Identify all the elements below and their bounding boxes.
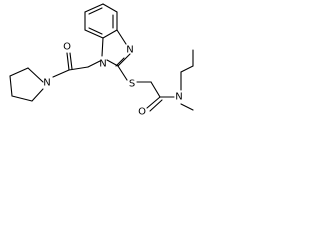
atom-label-s-thioether: S [129, 79, 135, 90]
atom-label-o-left: O [63, 42, 71, 53]
benzene-ring [84, 3, 118, 39]
atom-label-o-right: O [138, 107, 146, 118]
left-chain [52, 52, 101, 78]
piperidine-ring [180, 49, 194, 111]
imidazole-ring [101, 29, 131, 67]
atom-label-n-imidazole-bottom: N [99, 59, 106, 70]
right-chain [117, 65, 175, 112]
atom-label-n-imidazole-top: N [126, 45, 133, 56]
atom-label-n-piperidine: N [175, 92, 182, 103]
atom-label-n-pyrrolidine: N [43, 78, 50, 89]
molecule-diagram: N N O N S O N [9, 3, 194, 118]
pyrrolidine-ring [9, 67, 44, 102]
